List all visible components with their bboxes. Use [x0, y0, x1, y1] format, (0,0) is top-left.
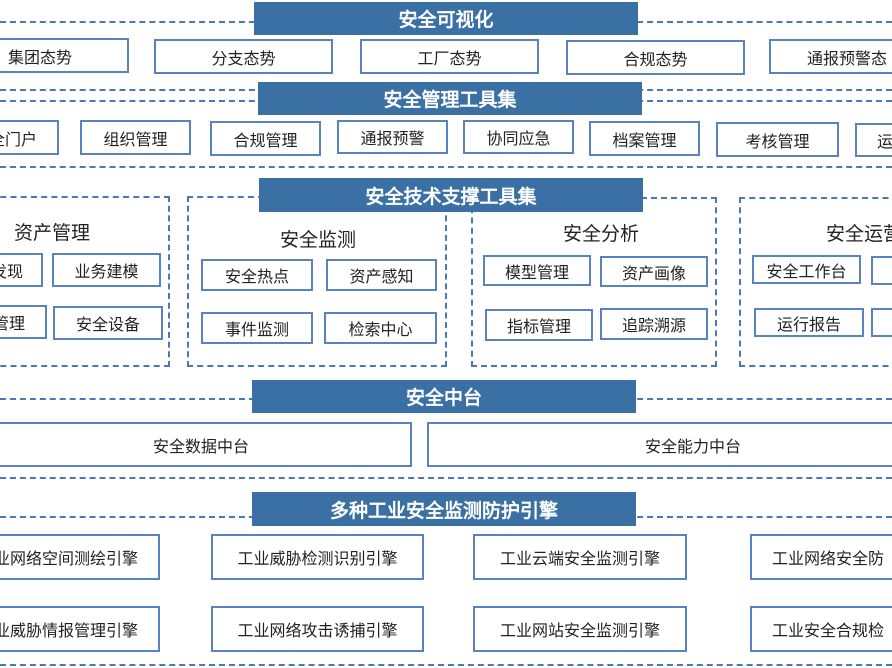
divider [0, 477, 892, 479]
mgmt-item[interactable]: 档案管理 [589, 121, 700, 156]
mgmt-item[interactable]: 合规管理 [210, 121, 321, 156]
engine-item[interactable]: 工业网络安全防 [750, 534, 892, 580]
engine-item[interactable]: 工业安全合规检 [750, 606, 892, 652]
layer-title-visualization: 安全可视化 [254, 2, 638, 35]
analysis-item[interactable]: 资产画像 [600, 256, 708, 287]
vis-item[interactable]: 集团态势 [0, 38, 129, 73]
divider [0, 664, 892, 666]
mgmt-item[interactable]: 协同应急 [463, 120, 574, 154]
mgmt-item[interactable]: 全门户 [0, 120, 59, 155]
mgmt-item[interactable]: 考核管理 [716, 122, 839, 157]
asset-item[interactable]: 业务建模 [52, 253, 161, 287]
group-security-operations [739, 197, 892, 367]
vis-item[interactable]: 通报预警态 [769, 39, 892, 74]
capability-platform[interactable]: 安全能力中台 [427, 422, 892, 467]
monitor-item[interactable]: 资产感知 [326, 259, 437, 291]
asset-item[interactable]: 安全设备 [53, 306, 163, 340]
analysis-item[interactable]: 模型管理 [483, 255, 591, 286]
engine-item[interactable]: 工业云端安全监测引擎 [473, 534, 687, 580]
group-title: 安全分析 [562, 223, 639, 245]
monitor-item[interactable]: 事件监测 [201, 312, 313, 344]
vis-item[interactable]: 工厂态势 [360, 39, 539, 74]
analysis-item[interactable]: 追踪溯源 [600, 308, 708, 340]
monitor-item[interactable]: 安全热点 [201, 259, 313, 291]
engine-item[interactable]: 业网络空间测绘引擎 [0, 534, 160, 580]
engine-item[interactable]: 工业网络攻击诱捕引擎 [211, 606, 424, 652]
divider [0, 166, 892, 168]
group-title: 资产管理 [13, 222, 90, 244]
mgmt-item[interactable]: 运 [855, 123, 892, 157]
monitor-item[interactable]: 检索中心 [324, 312, 437, 344]
group-title: 安全监测 [279, 229, 356, 251]
layer-title-middle: 安全中台 [252, 380, 636, 413]
vis-item[interactable]: 分支态势 [154, 39, 333, 74]
asset-item[interactable]: 管理 [0, 305, 47, 339]
engine-item[interactable]: 业威胁情报管理引擎 [0, 606, 160, 652]
group-title: 安全运营 [826, 223, 892, 245]
layer-title-engines: 多种工业安全监测防护引擎 [252, 492, 636, 526]
ops-item[interactable] [871, 308, 892, 337]
engine-item[interactable]: 工业网站安全监测引擎 [473, 606, 687, 652]
asset-item[interactable]: 发现 [0, 253, 43, 287]
data-platform[interactable]: 安全数据中台 [0, 422, 412, 467]
layer-title-management: 安全管理工具集 [258, 82, 642, 115]
group-asset-management [0, 196, 170, 367]
mgmt-item[interactable]: 通报预警 [337, 120, 448, 154]
layer-title-tech: 安全技术支撑工具集 [259, 178, 643, 212]
vis-item[interactable]: 合规态势 [566, 40, 745, 75]
analysis-item[interactable]: 指标管理 [485, 309, 593, 341]
ops-item[interactable]: 安全工作台 [752, 255, 861, 284]
ops-item[interactable]: 运行报告 [754, 308, 864, 337]
ops-item[interactable] [871, 256, 892, 285]
mgmt-item[interactable]: 组织管理 [80, 120, 191, 155]
engine-item[interactable]: 工业威胁检测识别引擎 [211, 534, 424, 580]
